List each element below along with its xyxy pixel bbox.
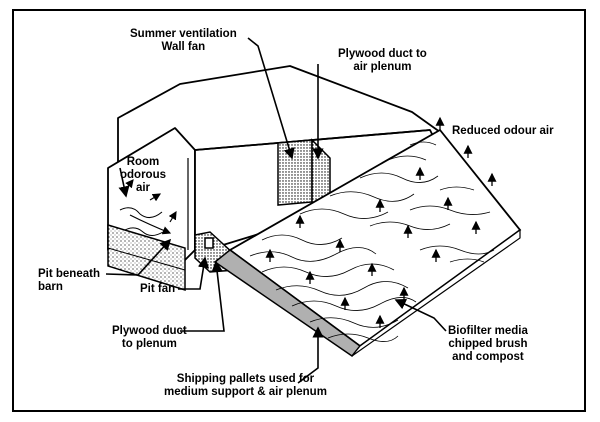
label-room-air: Room odorous air [120, 156, 166, 194]
label-plywood-duct-pit: Plywood duct to plenum [112, 325, 187, 350]
label-pit-fan: Pit fan [140, 283, 176, 295]
upflow-arrows [265, 116, 497, 328]
label-biofilter: Biofilter media chipped brush and compos… [448, 325, 528, 363]
leader-lines [105, 37, 447, 384]
label-summer-fan: Summer ventilation Wall fan [130, 28, 237, 53]
label-reduced-odour: Reduced odour air [452, 125, 554, 137]
biofilter-bed [213, 128, 522, 358]
label-pallets: Shipping pallets used for medium support… [164, 373, 327, 398]
label-pit-beneath: Pit beneath barn [38, 268, 100, 293]
label-plywood-duct-plenum: Plywood duct to air plenum [338, 48, 427, 73]
pit-beneath-barn [107, 207, 186, 292]
